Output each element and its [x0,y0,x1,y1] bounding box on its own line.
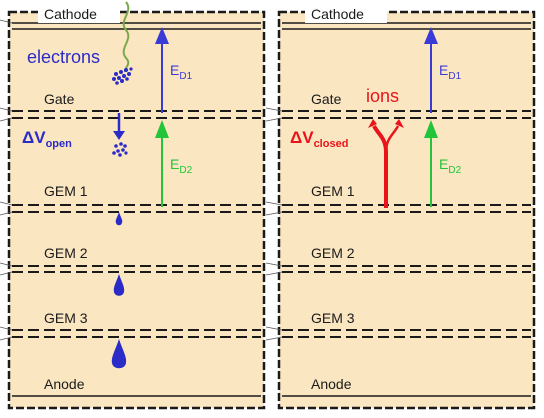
right-lead-wires [265,107,283,341]
right-panel-background [279,12,534,408]
left-cathode-label: Cathode [44,6,97,22]
left-panel-frame [7,10,266,410]
left-drift-arrowhead [113,131,125,140]
right-gem1-label: GEM 1 [311,183,355,199]
right-gem2-label: GEM 2 [311,245,355,261]
left-avalanche-gem3 [111,339,127,369]
left-gate-label: Gate [44,91,75,107]
right-anode-label: Anode [311,376,352,392]
left-delta-v-label: ΔVopen [22,128,72,150]
left-electron-cloud-2 [112,142,128,157]
right-field-ed2-arrowhead [424,120,438,138]
right-panel: Cathode Gate GEM 1 GEM 2 GEM 3 Anode ion… [265,5,536,410]
left-electron-cloud [112,67,133,85]
right-gate-label: Gate [311,91,342,107]
left-field-ed1-label: ED1 [170,62,193,82]
ion-flow-left-arrowhead [368,119,377,128]
left-avalanche-gem2 [113,274,125,296]
left-avalanche-gem1 [115,212,123,226]
right-delta-v-label: ΔVclosed [290,128,348,150]
right-field-ed1-label: ED1 [439,62,462,82]
ion-flow-right-arrowhead [395,119,404,128]
ions-label: ions [366,86,399,106]
left-particle-track [122,1,130,73]
ion-flow-branch [384,125,400,153]
right-panel-frame [277,10,536,410]
right-cathode-label: Cathode [311,6,364,22]
left-lead-wires [0,19,13,341]
left-gem2-label: GEM 2 [44,245,88,261]
left-field-ed2-label: ED2 [170,156,193,176]
left-field-ed2-arrowhead [155,120,169,138]
left-gem1-label: GEM 1 [44,183,88,199]
electrons-label: electrons [27,47,100,67]
left-panel: Cathode Gate GEM 1 GEM 2 GEM 3 Anode ele… [0,1,266,410]
right-gem3-label: GEM 3 [311,310,355,326]
left-gem3-label: GEM 3 [44,310,88,326]
left-panel-background [9,12,264,408]
left-anode-label: Anode [44,376,85,392]
right-field-ed1-arrowhead [424,27,438,44]
right-field-ed2-label: ED2 [439,156,462,176]
left-field-ed1-arrowhead [155,27,169,44]
